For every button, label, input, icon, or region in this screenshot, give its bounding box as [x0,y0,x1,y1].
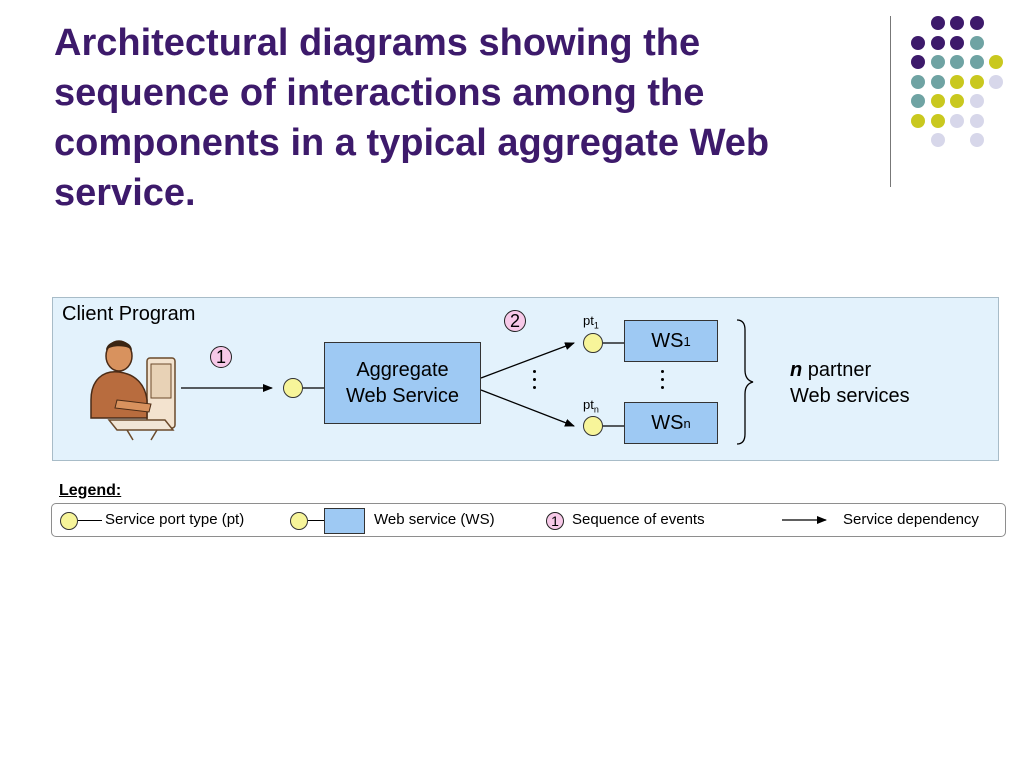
pt1-label: pt1 [583,313,599,331]
client-program-label: Client Program [62,303,196,325]
aggregate-service-port [283,378,303,398]
decor-dot [969,35,984,50]
decor-dot [950,35,964,50]
decor-dot [969,55,984,69]
legend-ws-label: Web service (WS) [374,511,495,528]
decor-dot [911,113,925,128]
aggregate-label-line2: Web Service [345,385,459,407]
legend-sequence-label: Sequence of events [572,511,705,528]
partner-services-label: n partner Web services [790,359,910,407]
decor-dot [950,16,964,30]
decor-dot [930,74,945,89]
legend-port-line [78,520,102,522]
client-person-icon [90,340,176,441]
decor-dot [989,55,1003,69]
decor-dot [930,94,945,108]
decor-dot [911,35,925,50]
decor-dot [930,133,945,147]
decor-dot [950,74,964,89]
legend-title: Legend: [59,482,122,499]
legend-ws-line [308,520,324,522]
legend-port-symbol [60,512,78,530]
ellipsis-services [661,370,664,389]
step-1-marker: 1 [210,346,232,368]
ptn-service-port [583,416,603,436]
decor-dot [969,74,984,89]
slide-title: Architectural diagrams showing the seque… [54,22,770,214]
decor-dot [930,35,945,50]
decor-dot [969,94,984,108]
decor-dot [930,55,945,69]
legend-dependency-arrow [782,516,827,524]
decor-dot [989,74,1003,89]
legend-ws-port-symbol [290,512,308,530]
decor-dot [969,16,984,30]
aggregate-web-service-box: Aggregate Web Service [324,342,481,424]
decor-dot [969,113,984,128]
diagram-connectors [181,319,754,445]
decor-dot [950,55,964,69]
legend-box: Service port type (pt) Web service (WS) … [51,503,1006,537]
legend-ws-box-symbol [324,508,365,534]
aggregate-to-ptn-arrow [480,389,575,427]
decor-dot [950,94,964,108]
decor-dot [950,113,964,128]
legend-port-label: Service port type (pt) [105,511,245,528]
aggregate-to-pt1-arrow [480,342,575,379]
pt1-service-port [583,333,603,353]
decor-dot [911,94,925,108]
decor-dot [911,55,925,69]
ellipsis-ports [533,370,536,389]
partner-brace [736,319,754,445]
ptn-label: ptn [583,397,599,415]
decor-dot [911,74,925,89]
aggregate-label-line1: Aggregate [356,359,449,381]
title-divider-line [890,16,891,187]
legend-sequence-symbol: 1 [546,512,564,530]
decor-dot [930,16,945,30]
step-2-marker: 2 [504,310,526,332]
decor-dot [930,113,945,128]
architecture-diagram: Client Program 1 2 pt1 ptn Aggregate Web… [52,297,999,461]
legend-dependency-label: Service dependency [843,511,979,528]
decor-dot [969,133,984,147]
